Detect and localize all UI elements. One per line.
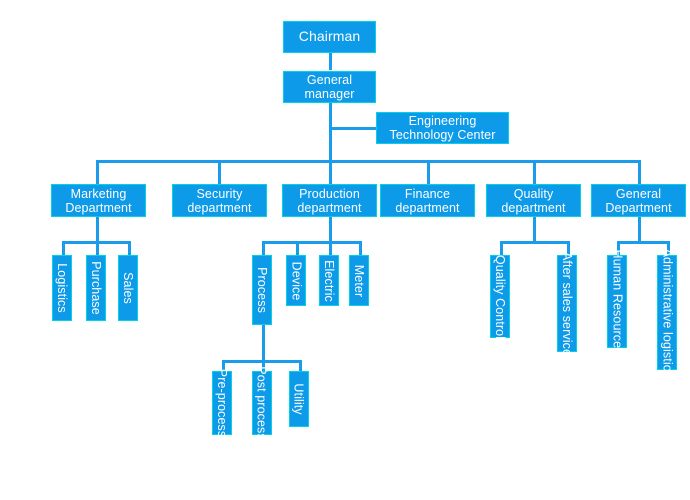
- node-sales[interactable]: Sales: [118, 255, 138, 321]
- node-engineering-technology-center[interactable]: Engineering Technology Center: [376, 112, 509, 144]
- node-process[interactable]: Process: [252, 255, 272, 325]
- node-pre-process-label: Pre-process: [215, 368, 230, 438]
- connector-quality-to-quality-control: [500, 241, 503, 256]
- node-meter-label: Meter: [352, 264, 367, 297]
- connector-marketing-stem: [96, 217, 99, 243]
- node-chairman-label: Chairman: [298, 28, 361, 45]
- connector-department-bus: [96, 160, 638, 163]
- node-production-line1: Production: [299, 186, 360, 201]
- connector-production-stem: [329, 217, 332, 243]
- node-general-manager[interactable]: General manager: [283, 71, 376, 103]
- node-general-dept-line2: Department: [605, 200, 672, 215]
- node-general-manager-line1: General: [306, 73, 353, 87]
- node-marketing-line2: Department: [65, 200, 132, 215]
- node-quality-department-label: Quality department: [501, 187, 565, 215]
- node-device[interactable]: Device: [286, 255, 306, 306]
- node-pre-process[interactable]: Pre-process: [212, 368, 232, 438]
- connector-quality-child-bus: [500, 241, 570, 244]
- connector-bus-to-finance: [427, 160, 430, 184]
- connector-to-engineering-technology-center: [329, 127, 376, 130]
- connector-general-manager-stem: [329, 103, 332, 162]
- node-device-label: Device: [289, 261, 303, 300]
- node-security-department[interactable]: Security department: [172, 184, 267, 217]
- node-quality-control[interactable]: Quality Control: [490, 254, 510, 339]
- node-finance-department[interactable]: Finance department: [380, 184, 475, 217]
- node-etc-line2: Technology Center: [389, 128, 496, 142]
- node-security-department-label: Security department: [187, 187, 251, 215]
- node-general-manager-label: General manager: [304, 73, 354, 101]
- connector-process-to-pre-process: [222, 360, 225, 372]
- connector-production-to-device: [296, 241, 299, 256]
- connector-process-to-utility: [299, 360, 302, 372]
- node-finance-department-label: Finance department: [395, 187, 459, 215]
- node-finance-line2: department: [395, 200, 460, 215]
- node-process-label: Process: [255, 267, 270, 313]
- connector-production-to-process: [262, 241, 265, 256]
- node-purchase[interactable]: Purchase: [86, 255, 106, 321]
- node-chairman[interactable]: Chairman: [283, 21, 376, 53]
- connector-marketing-to-logistics: [62, 241, 65, 256]
- node-production-department-label: Production department: [297, 187, 361, 215]
- node-security-line2: department: [187, 200, 252, 215]
- node-general-department-label: General Department: [605, 187, 671, 215]
- node-production-line2: department: [297, 200, 362, 215]
- node-general-dept-line1: General: [615, 186, 662, 201]
- connector-general-dept-to-admin-logistics: [667, 241, 670, 256]
- node-utility[interactable]: Utility: [289, 371, 309, 427]
- node-electric[interactable]: Electric: [319, 255, 339, 306]
- node-human-resources-label: Human Resources: [610, 248, 625, 355]
- node-marketing-department-label: Marketing Department: [65, 187, 131, 215]
- connector-production-to-meter: [359, 241, 362, 256]
- connector-marketing-to-purchase: [96, 241, 99, 256]
- connector-bus-to-marketing: [96, 160, 99, 184]
- node-quality-line1: Quality: [513, 186, 554, 201]
- node-sales-label: Sales: [121, 272, 135, 304]
- node-marketing-line1: Marketing: [70, 186, 127, 201]
- connector-quality-to-after-sales: [567, 241, 570, 256]
- connector-quality-stem: [533, 217, 536, 243]
- node-engineering-technology-center-label: Engineering Technology Center: [390, 114, 496, 142]
- node-production-department[interactable]: Production department: [282, 184, 377, 217]
- connector-process-to-post-process: [262, 360, 265, 372]
- node-marketing-department[interactable]: Marketing Department: [51, 184, 146, 217]
- connector-production-child-bus: [262, 241, 361, 244]
- connector-chairman-to-general-manager: [329, 53, 332, 70]
- connector-process-stem: [262, 325, 265, 361]
- node-quality-department[interactable]: Quality department: [486, 184, 581, 217]
- connector-process-child-bus: [222, 360, 301, 363]
- node-logistics[interactable]: Logistics: [52, 255, 72, 321]
- node-human-resources[interactable]: Human Resources: [607, 249, 627, 354]
- node-quality-control-label: Quality Control: [493, 254, 507, 339]
- node-after-sales-service-label: After sales service: [560, 251, 574, 356]
- connector-general-dept-stem: [638, 217, 641, 243]
- node-post-process-label: Post process: [255, 366, 269, 440]
- node-security-line1: Security: [196, 186, 243, 201]
- connector-bus-to-production: [329, 160, 332, 184]
- node-post-process[interactable]: Post process: [252, 366, 272, 440]
- node-administrative-logistics-label: Administrative logistics: [660, 248, 675, 377]
- node-utility-label: Utility: [292, 383, 307, 415]
- node-meter[interactable]: Meter: [349, 255, 369, 306]
- connector-general-dept-to-human-resources: [617, 241, 620, 256]
- node-finance-line1: Finance: [404, 186, 451, 201]
- node-administrative-logistics[interactable]: Administrative logistics: [657, 248, 677, 377]
- node-quality-line2: department: [501, 200, 566, 215]
- node-etc-line1: Engineering: [408, 114, 477, 128]
- connector-production-to-electric: [329, 241, 332, 256]
- connector-general-dept-child-bus: [617, 241, 670, 244]
- node-electric-label: Electric: [322, 259, 336, 302]
- node-general-manager-line2: manager: [304, 87, 355, 101]
- connector-bus-to-general-dept: [638, 160, 641, 184]
- connector-bus-to-quality: [533, 160, 536, 184]
- node-logistics-label: Logistics: [55, 263, 70, 313]
- connector-marketing-to-sales: [128, 241, 131, 256]
- node-after-sales-service[interactable]: After sales service: [557, 251, 577, 356]
- node-purchase-label: Purchase: [89, 261, 104, 315]
- node-general-department[interactable]: General Department: [591, 184, 686, 217]
- connector-bus-to-security: [218, 160, 221, 184]
